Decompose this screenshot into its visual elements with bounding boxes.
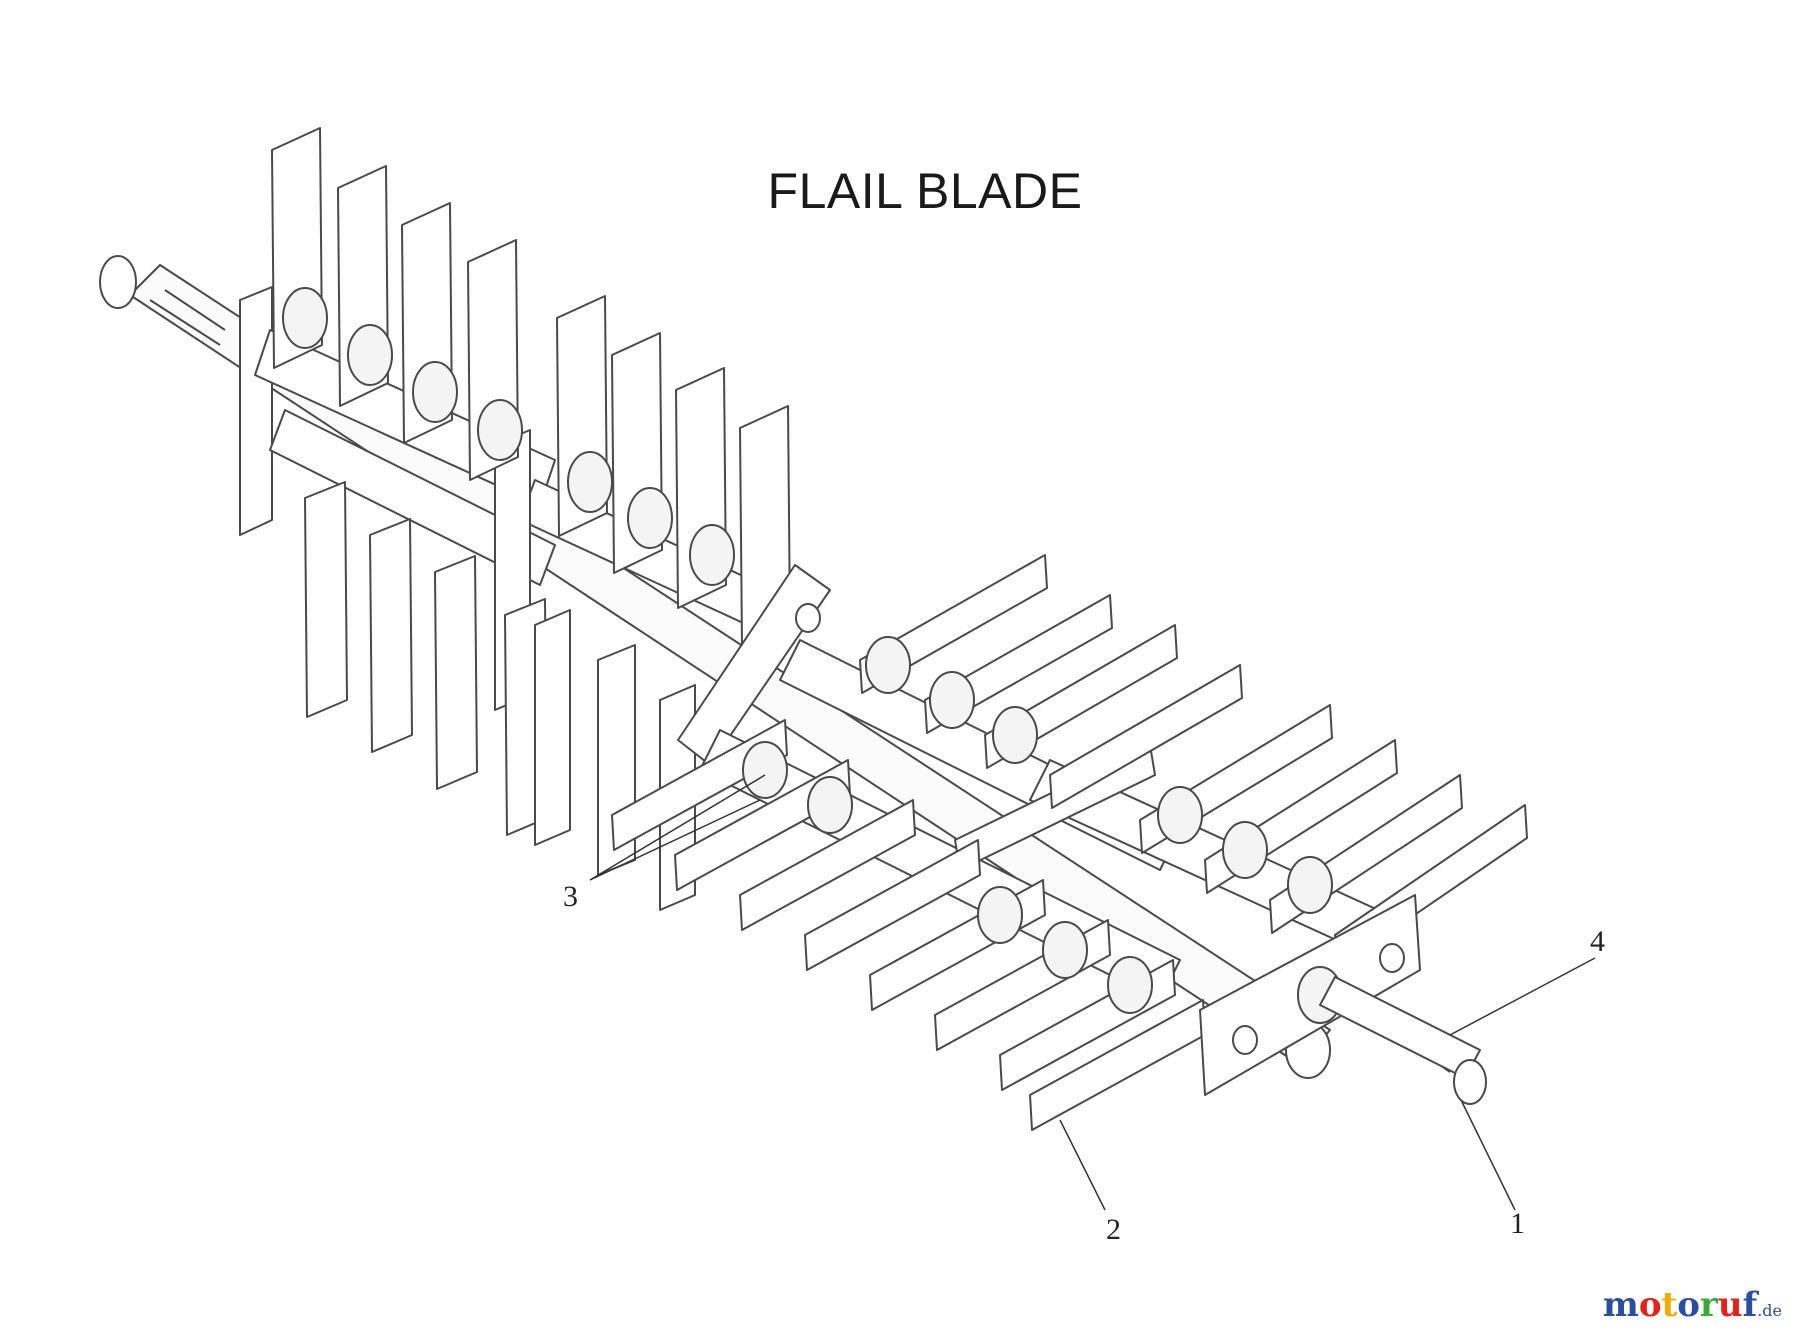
callout-1: 1 [1510,1207,1525,1240]
shaft-end [1453,1059,1487,1105]
leader-line-4 [1449,957,1596,1036]
spacer-tube [282,287,735,586]
leader-line-1 [1461,1101,1516,1211]
watermark-letter: o [1638,1285,1662,1325]
spacer-tube-front [742,636,1333,1014]
callout-2: 2 [1106,1213,1121,1246]
center-plate-diagonal [677,564,831,766]
diagram-title: FLAIL BLADE [767,163,1083,219]
watermark-letter: o [1677,1285,1700,1325]
watermark-letter: t [1661,1285,1678,1325]
callout-4: 4 [1590,925,1605,958]
motoruf-watermark-logo: motoruf.de [1603,1285,1782,1325]
watermark-letter: u [1717,1285,1743,1325]
leader-line-3 [589,774,766,881]
watermark-letter: f [1742,1285,1758,1325]
leader-line-2 [1059,1119,1106,1211]
watermark-letter: m [1602,1285,1639,1325]
callout-3: 3 [563,880,578,913]
leader-line-3b [589,799,761,881]
end-plate-left [239,286,273,536]
watermark-suffix: .de [1757,1301,1782,1320]
watermark-letter: r [1699,1285,1718,1325]
